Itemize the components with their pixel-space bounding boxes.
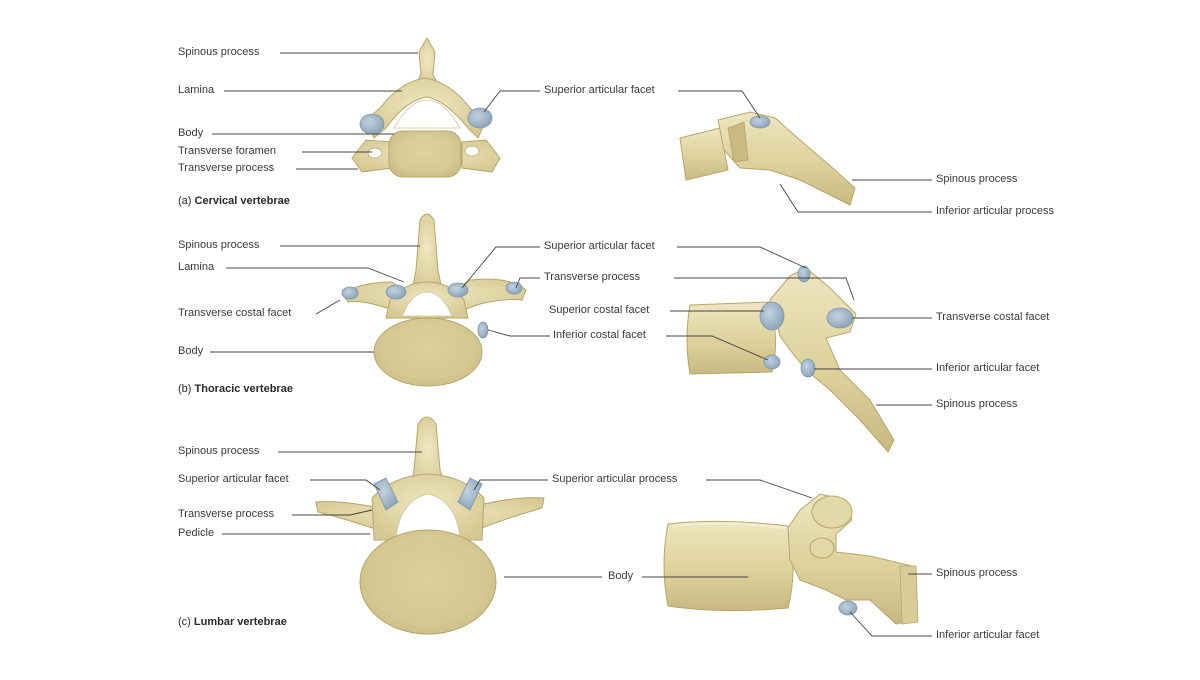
label-thoracic-spinous-process: Spinous process <box>178 239 260 251</box>
label-lumbar-transverse-process: Transverse process <box>178 508 275 520</box>
label-lumbar-pedicle: Pedicle <box>178 527 215 539</box>
label-lumbar-lateral-spinous-process: Spinous process <box>936 567 1018 579</box>
label-thoracic-transverse-process: Transverse process <box>544 271 641 283</box>
label-cervical-lamina: Lamina <box>178 84 215 96</box>
lumbar-lateral-body <box>663 520 794 612</box>
label-cervical-inferior-articular-process: Inferior articular process <box>936 205 1054 217</box>
thoracic-inferior-costal-facet-mark <box>477 321 489 339</box>
label-thoracic-lateral-spinous-process: Spinous process <box>936 398 1018 410</box>
caption-cervical-title: Cervical vertebrae <box>194 195 290 207</box>
lumbar-lateral-view <box>663 493 919 625</box>
cervical-lateral-arch <box>717 111 856 206</box>
label-thoracic-lateral-transverse-costal-facet: Transverse costal facet <box>936 311 1050 323</box>
caption-lumbar-title: Lumbar vertebrae <box>193 616 287 628</box>
cervical-right-superior-facet <box>467 107 493 129</box>
cervical-lateral-body <box>679 127 729 181</box>
thoracic-lateral-view <box>686 265 895 453</box>
lumbar-left-superior-facet <box>373 477 399 511</box>
label-cervical-superior-articular-facet: Superior articular facet <box>544 84 655 96</box>
thoracic-lateral-superior-costal-facet <box>759 301 785 331</box>
caption-cervical: (a) Cervical vertebrae <box>178 195 290 207</box>
lumbar-lateral-superior-articular-process <box>811 495 853 529</box>
caption-lumbar: (c) Lumbar vertebrae <box>178 616 287 628</box>
label-lumbar-spinous-process: Spinous process <box>178 445 260 457</box>
label-thoracic-superior-costal-facet: Superior costal facet <box>549 304 650 316</box>
label-lumbar-superior-articular-facet: Superior articular facet <box>178 473 289 485</box>
label-thoracic-inferior-articular-facet: Inferior articular facet <box>936 362 1040 374</box>
label-lumbar-inferior-articular-facet: Inferior articular facet <box>936 629 1040 641</box>
thoracic-superior-view <box>341 213 527 387</box>
label-thoracic-transverse-costal-facet: Transverse costal facet <box>178 307 292 319</box>
cervical-right-transverse-foramen <box>464 145 480 157</box>
thoracic-spinous-process <box>411 213 443 291</box>
lumbar-superior-view <box>315 416 545 635</box>
thoracic-right-superior-facet <box>447 282 469 298</box>
thoracic-lateral-inferior-articular-facet <box>800 358 816 378</box>
caption-thoracic-prefix: (b) <box>178 383 192 395</box>
label-thoracic-body: Body <box>178 345 204 357</box>
label-lumbar-body: Body <box>608 570 634 582</box>
thoracic-lateral-transverse-costal-facet <box>826 307 854 329</box>
thoracic-lateral-arch <box>769 267 895 453</box>
label-cervical-body: Body <box>178 127 204 139</box>
lumbar-lateral-inferior-articular-facet <box>838 600 858 616</box>
caption-cervical-prefix: (a) <box>178 195 192 207</box>
cervical-lateral-superior-facet <box>749 115 771 129</box>
caption-thoracic: (b) Thoracic vertebrae <box>178 383 293 395</box>
label-cervical-transverse-process: Transverse process <box>178 162 275 174</box>
thoracic-left-superior-facet <box>385 284 407 300</box>
thoracic-vertebral-foramen <box>401 291 453 317</box>
cervical-superior-view <box>351 36 501 178</box>
cervical-left-superior-facet <box>359 113 385 135</box>
label-lumbar-superior-articular-process: Superior articular process <box>552 473 678 485</box>
cervical-arch <box>365 77 487 139</box>
cervical-vertebral-foramen <box>393 99 461 129</box>
thoracic-right-costal-facet <box>505 281 523 295</box>
label-cervical-spinous-process: Spinous process <box>178 46 260 58</box>
label-thoracic-lamina: Lamina <box>178 261 215 273</box>
lumbar-vertebral-foramen <box>395 493 461 539</box>
label-cervical-transverse-foramen: Transverse foramen <box>178 145 277 157</box>
thoracic-lateral-inferior-costal-facet <box>763 354 781 370</box>
cervical-left-transverse-foramen <box>367 147 383 159</box>
label-cervical-lateral-spinous-process: Spinous process <box>936 173 1018 185</box>
thoracic-lateral-superior-articular-facet <box>797 265 811 283</box>
leader-lines <box>210 52 932 637</box>
thoracic-left-costal-facet <box>341 286 359 300</box>
label-thoracic-superior-articular-facet: Superior articular facet <box>544 240 655 252</box>
caption-thoracic-title: Thoracic vertebrae <box>194 383 293 395</box>
caption-lumbar-prefix: (c) <box>178 616 191 628</box>
label-thoracic-inferior-costal-facet: Inferior costal facet <box>553 329 646 341</box>
cervical-lateral-view <box>679 111 856 206</box>
